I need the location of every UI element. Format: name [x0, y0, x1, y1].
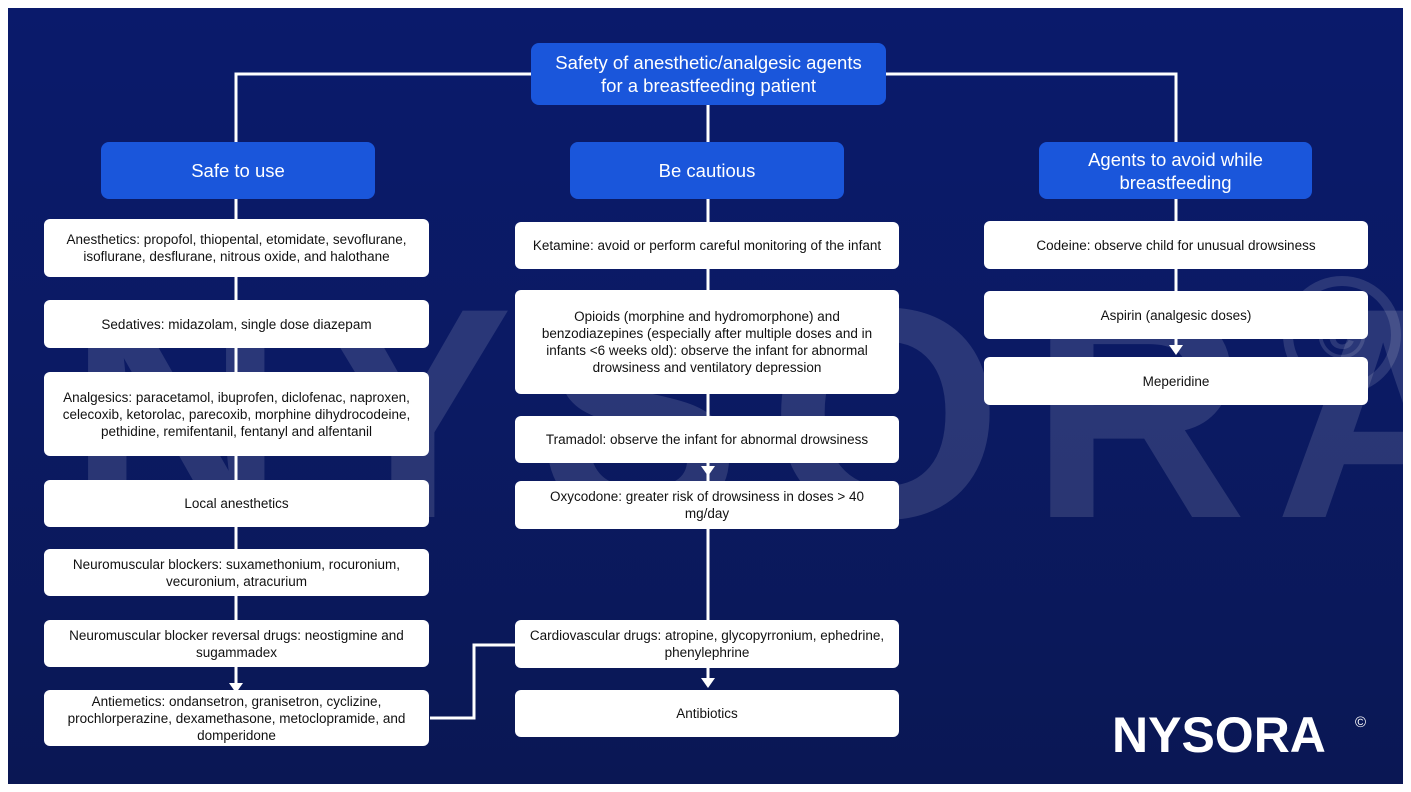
- avoid-item-aspirin: Aspirin (analgesic doses): [984, 291, 1368, 339]
- connector-antiemetics-cardio: [430, 643, 516, 720]
- caution-item-cardiovascular: Cardiovascular drugs: atropine, glycopyr…: [515, 620, 899, 668]
- header-safe-to-use: Safe to use: [101, 142, 375, 199]
- caution-item-tramadol: Tramadol: observe the infant for abnorma…: [515, 416, 899, 463]
- safe-item-neuromuscular-blockers: Neuromuscular blockers: suxamethonium, r…: [44, 549, 429, 596]
- diagram-canvas: NYSORA © Safety of anesthetic/analgesic …: [8, 8, 1403, 784]
- safe-item-sedatives: Sedatives: midazolam, single dose diazep…: [44, 300, 429, 348]
- safe-item-antiemetics: Antiemetics: ondansetron, granisetron, c…: [44, 690, 429, 746]
- caution-item-opioids: Opioids (morphine and hydromorphone) and…: [515, 290, 899, 394]
- logo-copyright-icon: ©: [1355, 714, 1367, 731]
- nysora-logo: NYSORA: [1112, 707, 1326, 763]
- safe-item-analgesics: Analgesics: paracetamol, ibuprofen, dicl…: [44, 372, 429, 456]
- caution-item-ketamine: Ketamine: avoid or perform careful monit…: [515, 222, 899, 269]
- header-agents-to-avoid: Agents to avoid while breastfeeding: [1039, 142, 1312, 199]
- avoid-item-codeine: Codeine: observe child for unusual drows…: [984, 221, 1368, 269]
- connector-title-right: [886, 72, 1178, 143]
- caution-item-antibiotics: Antibiotics: [515, 690, 899, 737]
- safe-item-anesthetics: Anesthetics: propofol, thiopental, etomi…: [44, 219, 429, 277]
- arrow-head-antiemetics: [229, 683, 243, 693]
- safe-item-reversal-drugs: Neuromuscular blocker reversal drugs: ne…: [44, 620, 429, 667]
- avoid-item-meperidine: Meperidine: [984, 357, 1368, 405]
- caution-item-oxycodone: Oxycodone: greater risk of drowsiness in…: [515, 481, 899, 529]
- safe-item-local-anesthetics: Local anesthetics: [44, 480, 429, 527]
- arrow-head-antibiotics: [701, 678, 715, 688]
- connector-title-left: [234, 72, 531, 143]
- header-be-cautious: Be cautious: [570, 142, 844, 199]
- diagram-title: Safety of anesthetic/analgesic agents fo…: [531, 43, 886, 105]
- arrow-head-meperidine: [1169, 345, 1183, 355]
- arrow-head-oxycodone: [701, 466, 715, 476]
